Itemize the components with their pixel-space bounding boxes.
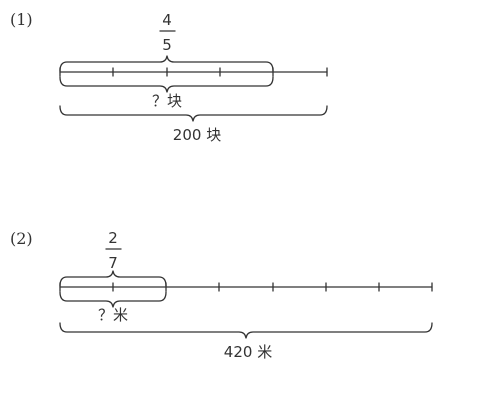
problem-2-whole-label: 420 米 bbox=[224, 343, 272, 361]
problem-2-whole-brace bbox=[59, 322, 433, 339]
problem-1-ticks bbox=[59, 67, 328, 77]
problem-1-fraction-denominator: 5 bbox=[162, 36, 172, 54]
problem-1-top-brace bbox=[59, 55, 274, 72]
problem-1-part-brace bbox=[59, 76, 274, 93]
problem-2-fraction-denominator: 7 bbox=[108, 254, 118, 272]
problem-2-ticks bbox=[59, 282, 433, 292]
problem-2-label: (2) bbox=[10, 229, 33, 248]
problem-1-label: (1) bbox=[10, 10, 33, 29]
problem-1-whole-brace bbox=[59, 105, 328, 122]
problem-2-part-label: ？米 bbox=[98, 306, 128, 324]
problem-2: (2) 2 7 ？米 420 米 bbox=[10, 229, 433, 361]
problem-1: (1) 4 5 ？块 200 块 bbox=[10, 10, 328, 144]
problem-1-part-label: ？块 bbox=[152, 92, 182, 110]
problem-2-fraction-numerator: 2 bbox=[108, 229, 118, 247]
problem-2-top-brace bbox=[59, 270, 167, 287]
problem-1-fraction-numerator: 4 bbox=[162, 11, 172, 29]
problem-2-part-brace bbox=[59, 291, 167, 308]
problem-1-whole-label: 200 块 bbox=[173, 126, 221, 144]
